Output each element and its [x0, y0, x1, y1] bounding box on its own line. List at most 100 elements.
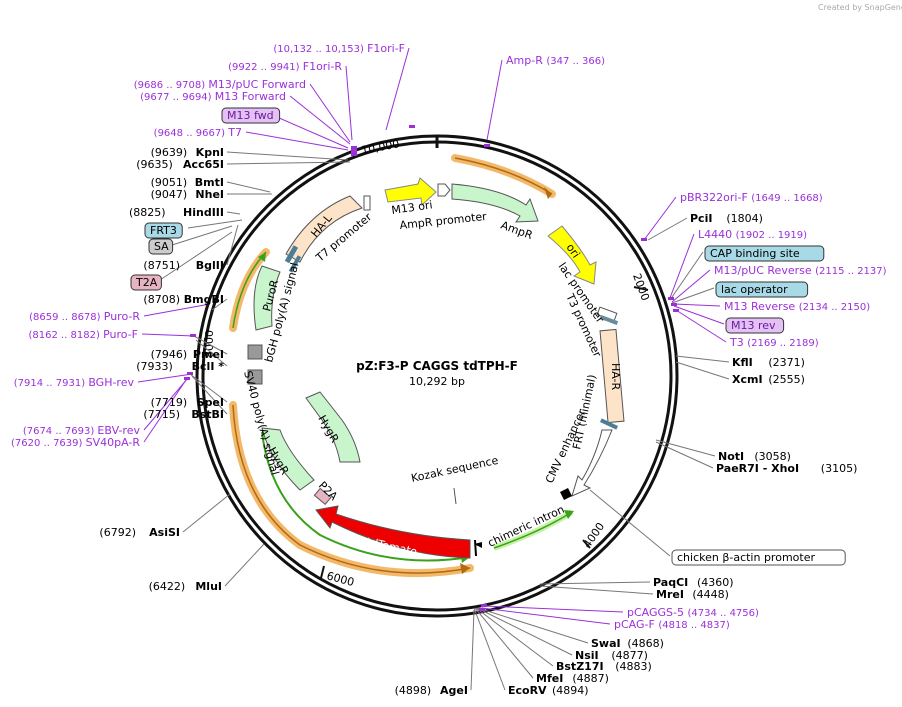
connector-line: [226, 161, 351, 165]
connector-line: [269, 113, 349, 149]
enzyme-position: (4877): [611, 649, 648, 662]
connector-line: [224, 543, 265, 587]
frt3-tag-text: FRT3: [150, 224, 177, 237]
connector-line: [141, 333, 195, 337]
connector-line: [477, 607, 589, 644]
lac-operator-tag-text: lac operator: [721, 283, 788, 296]
sa-tag-text: SA: [154, 240, 169, 253]
primer-mark: [187, 372, 193, 375]
left-annotations: KpnI(9639)Acc65I(9635)BmtI(9051)NheI(904…: [99, 146, 468, 697]
enzyme-name: NheI: [195, 188, 224, 201]
enzyme-name: BmgBI: [184, 293, 224, 306]
enzyme-position: (9635): [136, 158, 173, 171]
primer-label: (8162 .. 8182) Puro-F: [28, 328, 138, 341]
primer-mark: [484, 144, 490, 147]
m13-rev-tag-text: M13 rev: [731, 319, 776, 332]
connector-line: [481, 607, 611, 625]
connector-line: [655, 439, 716, 457]
enzyme-position: (4887): [572, 672, 609, 685]
primer-mark: [409, 125, 415, 128]
primer-label: (10,132 .. 10,153) F1ori-F: [273, 42, 405, 55]
m13-fwd-tag: [221, 107, 281, 124]
chicken-actin-tag-text: chicken β-actin promoter: [677, 551, 815, 564]
enzyme-name: XcmI: [732, 373, 763, 386]
ori-arrow: [547, 225, 597, 285]
enzyme-name: BglII: [196, 259, 224, 272]
primer-label: (7620 .. 7639) SV40pA-R: [11, 436, 140, 449]
connector-line: [211, 298, 228, 311]
connector-line: [182, 493, 231, 533]
connector-line: [191, 375, 228, 415]
tick-6000: 6000: [325, 569, 355, 589]
enzyme-position: (8708): [143, 293, 180, 306]
cap-site-tag: [704, 245, 825, 262]
connector-line: [483, 605, 624, 613]
lac-operator-tag: [715, 281, 809, 298]
connector-line: [475, 607, 554, 667]
orf-arrows: [229, 154, 574, 578]
t2a-tag-text: T2A: [135, 276, 158, 289]
feature-label: HA-R: [609, 363, 622, 391]
primer-label: Amp-R (347 .. 366): [506, 54, 605, 67]
site-tags: (10,132 .. 10,153) F1ori-F (9922 .. 9941)…: [11, 42, 887, 631]
features: [247, 146, 625, 559]
primer-label: pCAGGS-5 (4734 .. 4756): [627, 606, 759, 619]
primer-label: (7674 .. 7693) EBV-rev: [23, 424, 141, 437]
enzyme-name: MreI: [656, 588, 684, 601]
tick-10000: 10,000: [360, 137, 400, 156]
enzyme-name: MluI: [195, 580, 222, 593]
primer-mark: [184, 377, 190, 380]
enzyme-name: BmtI: [195, 176, 224, 189]
primer-label: (9677 .. 9694) M13 Forward: [140, 90, 286, 103]
connector-line: [345, 65, 353, 141]
enzyme-name: Acc65I: [183, 158, 224, 171]
connector-line: [137, 373, 193, 383]
connector-line: [671, 269, 711, 303]
connector-line: [669, 251, 704, 301]
connector-line: [671, 287, 715, 304]
chicken-actin-tag: [671, 549, 846, 566]
m13-fwd-tag-text: M13 fwd: [227, 109, 274, 122]
connector-line: [226, 151, 349, 161]
tick-4000: 4000: [580, 520, 607, 550]
plasmid-title: pZ:F3-P CAGGS tdTPH-F 10,292 bp: [356, 359, 518, 388]
enzyme-name: HindIII: [183, 206, 224, 219]
primer-mark: [668, 297, 674, 300]
primer-label: pBR322ori-F (1649 .. 1668): [680, 191, 823, 204]
enzyme-position: (9639): [151, 146, 188, 159]
connector-lines: [137, 47, 730, 691]
connector-line: [675, 361, 730, 380]
connector-line: [647, 217, 688, 241]
enzyme-name: BstBI: [191, 408, 224, 421]
primer-label: M13 Reverse (2134 .. 2150): [724, 300, 870, 313]
connector-line: [226, 224, 239, 266]
primer-label: (9922 .. 9941) F1ori-R: [228, 60, 342, 73]
enzyme-name: MfeI: [536, 672, 563, 685]
enzyme-name: SpeI: [197, 396, 224, 409]
primer-mark: [673, 309, 679, 312]
ampr-arrow: [451, 183, 539, 223]
connector-line: [171, 225, 233, 246]
enzyme-position: (7715): [143, 408, 180, 421]
primer-mark: [190, 334, 196, 337]
enzyme-position: (8825): [129, 206, 166, 219]
enzyme-position: (8751): [143, 259, 180, 272]
ampr-promoter-arrow: [437, 183, 451, 197]
connector-line: [673, 305, 725, 325]
enzyme-name: SwaI: [591, 637, 621, 650]
connector-line: [474, 607, 534, 679]
connector-line: [309, 83, 351, 143]
primer-label: M13/pUC Reverse (2115 .. 2137): [714, 264, 887, 277]
enzyme-name: KflI: [732, 356, 753, 369]
enzyme-position: (4894): [552, 684, 589, 697]
enzyme-position: (7946): [151, 348, 188, 361]
enzyme-position: (4898): [395, 684, 432, 697]
hygr-inner-arrow: [305, 391, 361, 463]
connector-line: [143, 377, 189, 431]
primer-label: pCAG-F (4818 .. 4837): [614, 618, 730, 631]
enzyme-name: KpnI: [196, 146, 224, 159]
enzyme-position: (4868): [627, 637, 664, 650]
enzyme-name: BstZ17I: [556, 660, 604, 673]
connector-line: [143, 379, 187, 443]
